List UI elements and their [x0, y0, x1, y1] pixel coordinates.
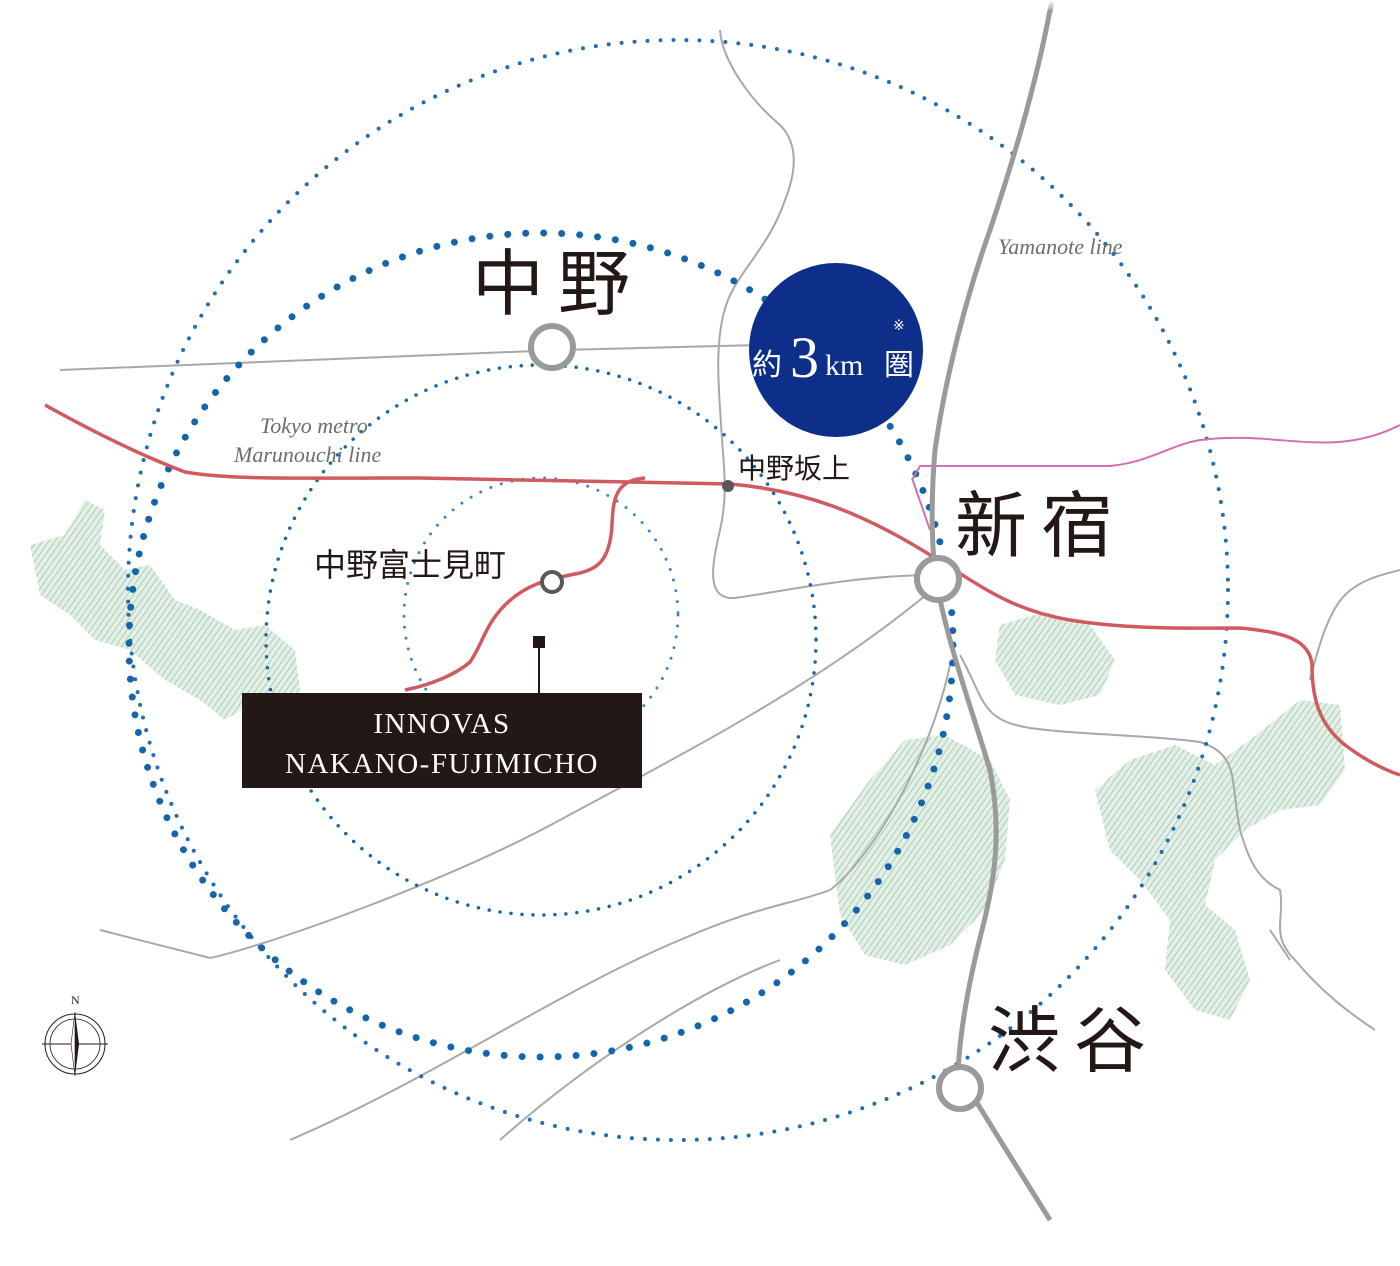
yamanote-fade-top	[1047, 0, 1055, 13]
yamanote-line-label: Yamanote line	[998, 234, 1123, 259]
station-markers	[528, 323, 984, 1112]
radius-badge: 約 3 km 圏 ※	[749, 263, 923, 437]
road-south-west	[289, 664, 951, 1141]
station-shibuya-label: 渋谷	[988, 999, 1160, 1083]
station-sakaue-label: 中野坂上	[738, 452, 850, 485]
road-nw-diagonal	[99, 584, 939, 960]
road-northeast	[1309, 569, 1400, 681]
radius-badge-circle	[749, 263, 923, 437]
radius-badge-unit: km	[825, 349, 863, 382]
station-shibuya-marker[interactable]	[936, 1064, 984, 1112]
distance-rings	[125, 38, 1230, 1142]
compass-north-label: N	[71, 993, 80, 1007]
marunouchi-line	[44, 403, 1400, 777]
station-fujimicho-marker[interactable]	[540, 570, 564, 594]
road-east	[959, 654, 1376, 1031]
station-nakano-label: 中野	[472, 242, 644, 326]
ring-2km	[264, 363, 818, 917]
road-south-spur	[1269, 929, 1291, 961]
marunouchi-label-line1: Tokyo metro	[260, 413, 368, 438]
radius-badge-note: ※	[893, 318, 905, 334]
chuo-line	[911, 424, 1400, 481]
park-shinjuku-gyoen	[995, 612, 1115, 705]
radius-badge-prefix: 約	[752, 348, 782, 383]
station-nakano-marker[interactable]	[528, 323, 576, 371]
marunouchi-label-line2: Marunouchi line	[233, 442, 381, 467]
ring-4km	[126, 38, 1230, 1142]
station-sakaue-marker[interactable]	[722, 480, 734, 492]
road-ome-kaido	[59, 344, 761, 371]
ring-1km	[402, 476, 680, 754]
park-yoyogi	[830, 735, 1010, 965]
station-fujimicho-label: 中野富士見町	[314, 546, 506, 584]
line-labels: Yamanote line Tokyo metro Marunouchi lin…	[233, 234, 1123, 467]
station-shinjuku-label: 新宿	[955, 484, 1127, 568]
property-name-line1: INNOVAS	[373, 708, 510, 740]
property-marker: INNOVAS NAKANO-FUJIMICHO	[242, 636, 642, 788]
marunouchi-branch	[404, 476, 646, 692]
property-pin-square	[533, 636, 545, 648]
station-shinjuku-marker[interactable]	[914, 555, 962, 603]
station-labels: 中野 新宿 渋谷 中野坂上 中野富士見町	[314, 242, 1160, 1083]
radius-badge-number: 3	[790, 325, 819, 390]
property-label-box[interactable]	[242, 693, 642, 788]
chuo-line-spur	[911, 477, 931, 531]
radius-badge-suffix: 圏	[884, 348, 914, 383]
park-west	[30, 500, 300, 720]
compass-icon: N	[42, 993, 108, 1077]
rail-lines	[44, 0, 1400, 1222]
park-areas	[30, 500, 1345, 1020]
road-south-lower	[499, 959, 781, 1141]
park-meiji-east	[1095, 700, 1345, 1020]
road-north	[712, 29, 936, 600]
property-name-line2: NAKANO-FUJIMICHO	[285, 748, 599, 780]
